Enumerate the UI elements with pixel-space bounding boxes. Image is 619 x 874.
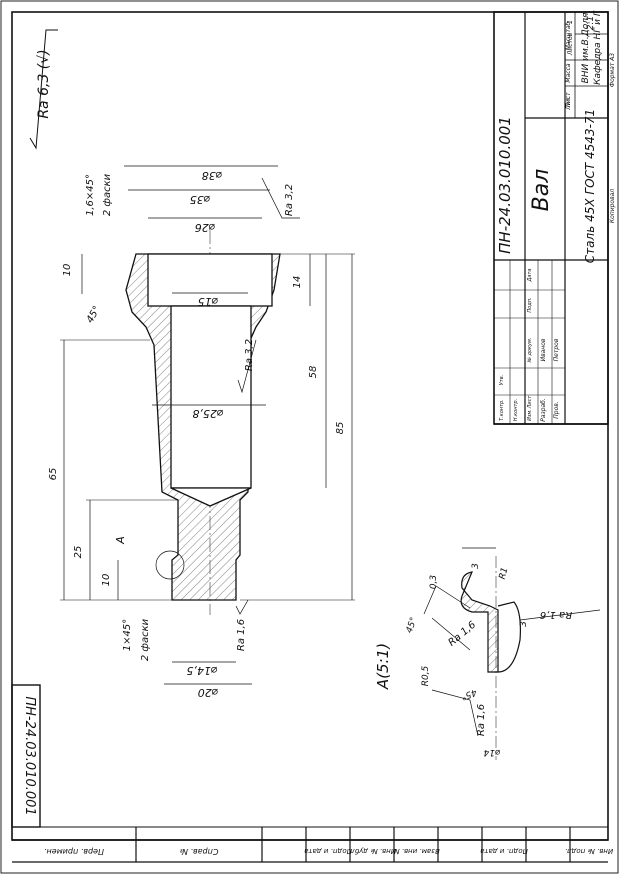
detail-dim-0-3: 0,3 <box>429 575 439 590</box>
ra-3-2-top: Ra 3,2 <box>284 184 295 216</box>
label-inv-podl: Инв. № подл. <box>565 847 613 855</box>
title-sheet-label: Лист <box>565 92 572 109</box>
title-developed-label: Разраб. <box>540 398 547 422</box>
dim-25: 25 <box>73 546 84 559</box>
title-org-line2: Кафедра НГ и Г <box>593 10 603 85</box>
dim-85: 85 <box>335 422 346 435</box>
title-org-line1: ВНИ им.В.Доля <box>581 12 591 83</box>
chamfer-top-count: 2 фаски <box>102 173 113 216</box>
label-podp-data-1: Подп. и дата <box>304 847 352 855</box>
title-change-label: Изм. <box>527 409 533 421</box>
title-ncontrol-label: Н.контр. <box>513 399 519 421</box>
title-format: Формат А3 <box>609 53 616 87</box>
dim-65: 65 <box>48 468 59 481</box>
dim-10-top: 10 <box>62 264 73 277</box>
dim-58: 58 <box>308 366 319 379</box>
dim-d25-8: ⌀25,8 <box>192 407 223 420</box>
title-copied: Копировал <box>609 189 616 223</box>
title-material: Сталь 45Х ГОСТ 4543-71 <box>583 109 597 263</box>
detail-dim-d14: ⌀14 <box>483 747 500 757</box>
title-sign-label: Подп. <box>527 297 533 312</box>
title-block: ПН-24.03.010.001 Вал Сталь 45Х ГОСТ 4543… <box>493 10 616 425</box>
title-developed-name: Иванов <box>540 338 547 361</box>
label-vzam-inv: Взам. инв. № <box>392 847 440 855</box>
title-sheets-label: Листов <box>567 32 574 56</box>
detail-dim-r1: R1 <box>498 566 511 580</box>
title-lit-label: Лит. <box>565 96 572 111</box>
general-roughness-text: Ra 6,3 (√) <box>36 49 52 118</box>
title-mass-label: Масса <box>565 63 572 82</box>
dim-d38: ⌀38 <box>202 169 223 182</box>
title-doc-no-label: № докум. <box>527 338 533 364</box>
dim-d26: ⌀26 <box>195 221 216 234</box>
chamfer-bottom: 1×45° <box>122 619 133 651</box>
dim-d15: ⌀15 <box>198 295 219 308</box>
detail-dim-3-top: 3 <box>471 563 481 569</box>
ra-3-2-bore: Ra 3,2 <box>244 339 255 371</box>
dim-d35: ⌀35 <box>190 193 211 206</box>
label-sprav-no: Справ. № <box>180 847 219 856</box>
label-inv-dubl: Инв. № дубл. <box>348 847 396 855</box>
title-checked-label: Пров. <box>553 401 560 419</box>
ra-1-6: Ra 1,6 <box>236 619 247 651</box>
dim-14: 14 <box>292 276 303 289</box>
title-sheet-col-label: Лист <box>527 395 533 410</box>
title-date-label: Дата <box>527 269 533 283</box>
title-tcontrol-label: Т.контр. <box>499 399 505 421</box>
dim-d20: ⌀20 <box>198 686 219 699</box>
title-part-name: Вал <box>529 169 554 212</box>
bottom-strip: Перв. примен. Справ. № Подп. и дата Инв.… <box>12 826 613 863</box>
side-stamp: ПН-24.03.010.001 <box>11 684 41 828</box>
callout-a: А <box>114 536 127 545</box>
detail-ra-1-6-bottom: Ra 1,6 <box>476 704 487 736</box>
main-view: ⌀38 ⌀35 ⌀26 ⌀15 ⌀25,8 ⌀14,5 ⌀20 10 14 58… <box>48 165 355 699</box>
general-roughness: Ra 6,3 (√) <box>29 29 58 150</box>
title-sheets-value: 1 <box>566 20 574 24</box>
title-designation: ПН-24.03.010.001 <box>496 116 514 254</box>
chamfer-top: 1,6×45° <box>85 174 96 216</box>
detail-title: А(5:1) <box>374 643 392 690</box>
dim-d14-5: ⌀14,5 <box>186 664 217 677</box>
label-podp-data-2: Подп. и дата <box>480 847 528 855</box>
detail-dim-3-side: 3 <box>519 621 529 627</box>
chamfer-bottom-count: 2 фаски <box>140 618 151 661</box>
detail-dim-r0-5: R0,5 <box>421 665 431 686</box>
label-perv-primen: Перв. примен. <box>44 847 104 856</box>
title-scale-label: Масштаб <box>565 21 572 50</box>
dim-10-bottom: 10 <box>101 574 112 587</box>
detail-ra-1-6-right: Ra 1,6 <box>540 609 572 620</box>
title-checked-name: Петров <box>553 338 560 361</box>
title-approved-label: Утв. <box>499 375 505 386</box>
title-scale-value: 2:1 <box>586 16 596 30</box>
side-stamp-text: ПН-24.03.010.001 <box>22 696 37 815</box>
